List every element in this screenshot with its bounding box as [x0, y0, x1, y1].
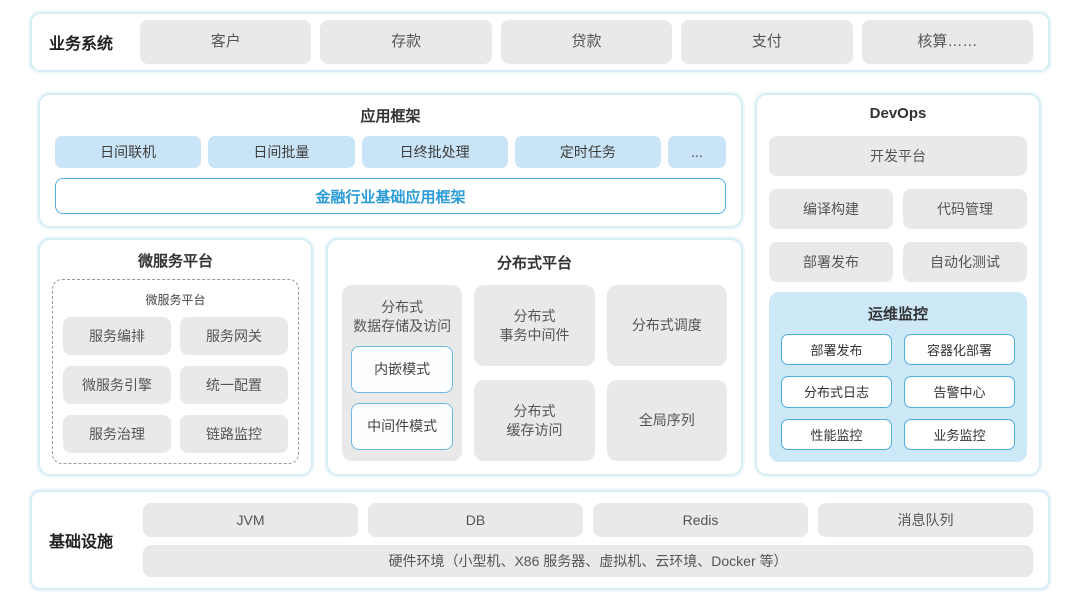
business-systems-section: 业务系统 客户 存款 贷款 支付 核算……	[30, 12, 1050, 72]
distributed-right-column: 分布式调度 全局序列	[606, 285, 727, 461]
code-management-box: 代码管理	[903, 189, 1027, 229]
infra-redis: Redis	[593, 503, 808, 537]
micro-unified-config: 统一配置	[180, 366, 288, 404]
module-scheduled-task: 定时任务	[514, 136, 661, 168]
module-daytime-batch: 日间批量	[208, 136, 355, 168]
base-framework-box: 金融行业基础应用框架	[55, 178, 726, 214]
platform-left-column: 应用框架 日间联机 日间批量 日终批处理 定时任务 ... 金融行业基础应用框架…	[38, 93, 743, 476]
micro-service-engine: 微服务引擎	[63, 366, 171, 404]
distributed-storage-column: 分布式 数据存储及访问 内嵌模式 中间件模式	[342, 285, 463, 461]
distributed-scheduling: 分布式调度	[606, 285, 727, 366]
hardware-environment-box: 硬件环境（小型机、X86 服务器、虚拟机、云环境、Docker 等）	[143, 545, 1033, 577]
distributed-transaction-middleware: 分布式 事务中间件	[474, 285, 595, 366]
business-system-deposit: 存款	[320, 20, 492, 64]
business-systems-label: 业务系统	[49, 36, 114, 53]
infra-jvm: JVM	[143, 503, 358, 537]
monitor-deploy-release: 部署发布	[781, 334, 892, 366]
app-framework-title: 应用框架	[360, 108, 421, 125]
distributed-cache-access: 分布式 缓存访问	[474, 380, 595, 461]
microservice-platform-title: 微服务平台	[137, 253, 213, 270]
compile-build-box: 编译构建	[769, 189, 893, 229]
module-daytime-online: 日间联机	[55, 136, 202, 168]
app-framework-modules: 日间联机 日间批量 日终批处理 定时任务 ...	[55, 136, 726, 168]
infra-message-queue: 消息队列	[818, 503, 1033, 537]
distributed-middle-column: 分布式 事务中间件 分布式 缓存访问	[474, 285, 595, 461]
distributed-platform-title: 分布式平台	[496, 255, 572, 272]
micro-service-gateway: 服务网关	[180, 317, 288, 355]
ops-monitoring-title: 运维监控	[867, 306, 928, 323]
microservice-inner-box: 微服务平台 服务编排 服务网关 微服务引擎 统一配置 服务治理 链路监控	[52, 279, 299, 464]
distributed-storage-box: 分布式 数据存储及访问 内嵌模式 中间件模式	[342, 285, 463, 461]
automated-test-box: 自动化测试	[903, 242, 1027, 282]
infrastructure-content: JVM DB Redis 消息队列 硬件环境（小型机、X86 服务器、虚拟机、云…	[143, 503, 1033, 577]
infrastructure-section: 基础设施 JVM DB Redis 消息队列 硬件环境（小型机、X86 服务器、…	[30, 490, 1050, 590]
microservice-platform-panel: 微服务平台 微服务平台 服务编排 服务网关 微服务引擎 统一配置 服务治理 链路…	[38, 238, 313, 476]
microservice-inner-title: 微服务平台	[145, 293, 206, 307]
microservice-grid: 服务编排 服务网关 微服务引擎 统一配置 服务治理 链路监控	[63, 317, 288, 453]
monitor-distributed-log: 分布式日志	[781, 376, 892, 408]
devops-panel: DevOps 开发平台 编译构建 代码管理 部署发布 自动化测试 运维监控 部署…	[755, 93, 1041, 476]
global-sequence: 全局序列	[606, 380, 727, 461]
dev-platform-box: 开发平台	[769, 136, 1027, 176]
embedded-mode-box: 内嵌模式	[351, 345, 454, 393]
infrastructure-label: 基础设施	[49, 534, 114, 551]
business-system-customer: 客户	[140, 20, 312, 64]
module-more: ...	[668, 136, 726, 168]
app-framework-panel: 应用框架 日间联机 日间批量 日终批处理 定时任务 ... 金融行业基础应用框架	[38, 93, 743, 228]
micro-trace-monitor: 链路监控	[180, 415, 288, 453]
devops-row-1: 编译构建 代码管理	[769, 189, 1027, 229]
devops-title: DevOps	[869, 105, 927, 122]
infrastructure-row: JVM DB Redis 消息队列	[143, 503, 1033, 537]
monitor-performance: 性能监控	[781, 418, 892, 450]
middleware-mode-box: 中间件模式	[351, 402, 454, 450]
micro-service-governance: 服务治理	[63, 415, 171, 453]
module-eod-batch: 日终批处理	[361, 136, 508, 168]
monitor-alert-center: 告警中心	[904, 376, 1015, 408]
ops-monitoring-panel: 运维监控 部署发布 容器化部署 分布式日志 告警中心 性能监控 业务监控	[769, 292, 1027, 462]
monitor-business: 业务监控	[904, 418, 1015, 450]
platform-layer: 应用框架 日间联机 日间批量 日终批处理 定时任务 ... 金融行业基础应用框架…	[38, 93, 1043, 476]
business-system-accounting: 核算……	[861, 20, 1034, 64]
distributed-grid: 分布式 数据存储及访问 内嵌模式 中间件模式 分布式 事务中间件 分布式 缓存访…	[342, 285, 727, 461]
distributed-storage-label: 分布式 数据存储及访问	[353, 299, 452, 334]
business-system-loan: 贷款	[500, 20, 673, 64]
business-system-payment: 支付	[681, 20, 853, 64]
devops-row-2: 部署发布 自动化测试	[769, 242, 1027, 282]
platform-lower-row: 微服务平台 微服务平台 服务编排 服务网关 微服务引擎 统一配置 服务治理 链路…	[38, 238, 743, 476]
deploy-release-box: 部署发布	[769, 242, 893, 282]
distributed-platform-panel: 分布式平台 分布式 数据存储及访问 内嵌模式 中间件模式 分布式 事务中间件 分…	[326, 238, 743, 476]
infra-db: DB	[368, 503, 583, 537]
ops-monitoring-grid: 部署发布 容器化部署 分布式日志 告警中心 性能监控 业务监控	[781, 334, 1015, 450]
monitor-container-deploy: 容器化部署	[904, 334, 1015, 366]
micro-service-orchestration: 服务编排	[63, 317, 171, 355]
